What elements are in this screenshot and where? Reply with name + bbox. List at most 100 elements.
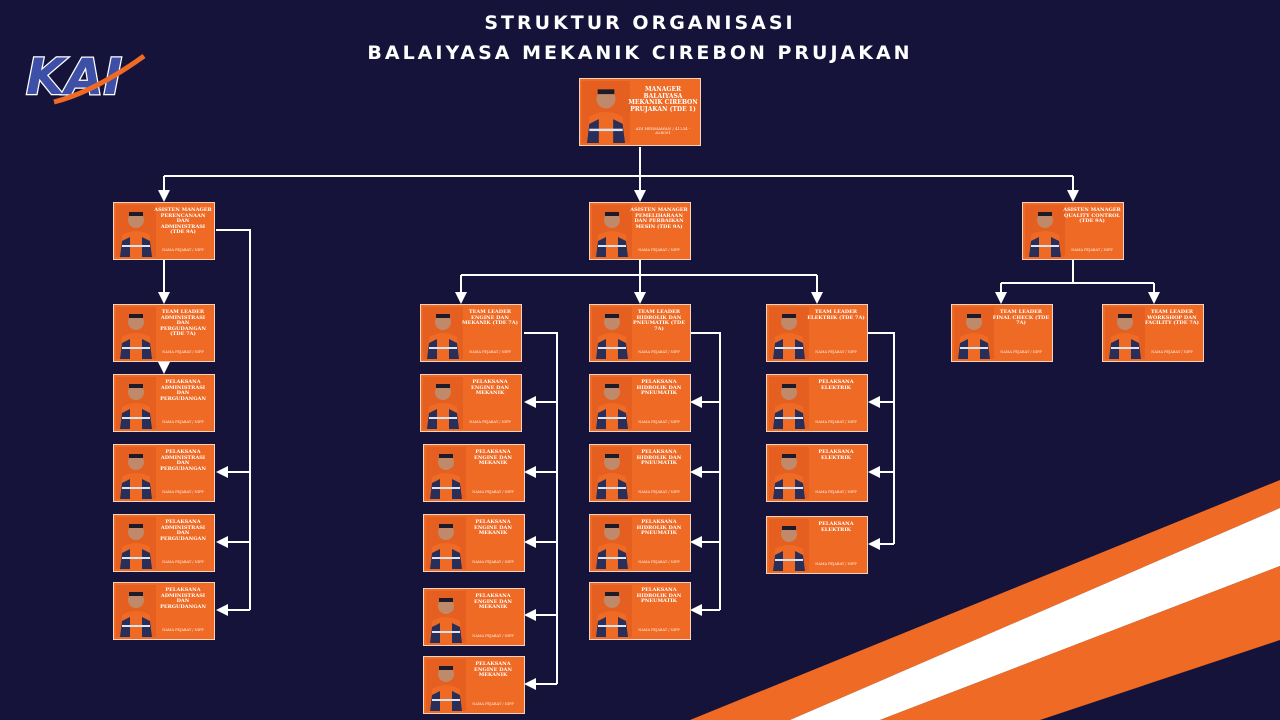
- person-photo-icon: [116, 377, 156, 429]
- person-photo-icon: [426, 659, 466, 711]
- card-name: NAMA PEJABAT / NIPP: [469, 420, 511, 424]
- card-name: NAMA PEJABAT / NIPP: [815, 420, 857, 424]
- org-card-pl-elektrik-1: PELAKSANA ELEKTRIK NAMA PEJABAT / NIPP: [766, 374, 868, 432]
- person-photo-icon: [423, 377, 463, 429]
- person-photo-icon: [954, 307, 994, 359]
- org-card-pl-engine-2: PELAKSANA ENGINE DAN MEKANIK NAMA PEJABA…: [423, 444, 525, 502]
- card-role: TEAM LEADER WORKSHOP DAN FACILITY (TDE 7…: [1144, 309, 1200, 327]
- card-name: NAMA PEJABAT / NIPP: [162, 560, 204, 564]
- person-photo-icon: [116, 307, 156, 359]
- org-card-am-perencanaan: ASISTEN MANAGER PERENCANAAN DAN ADMINIST…: [113, 202, 215, 260]
- card-name: NAMA PEJABAT / NIPP: [1071, 248, 1113, 252]
- org-card-tl-workshop: TEAM LEADER WORKSHOP DAN FACILITY (TDE 7…: [1102, 304, 1204, 362]
- card-name: NAMA PEJABAT / NIPP: [638, 350, 680, 354]
- card-name: NAMA PEJABAT / NIPP: [815, 490, 857, 494]
- card-role: PELAKSANA ENGINE DAN MEKANIK: [471, 379, 509, 397]
- org-card-pl-engine-1: PELAKSANA ENGINE DAN MEKANIK NAMA PEJABA…: [420, 374, 522, 432]
- card-role: PELAKSANA ADMINISTRASI DAN PERGUDANGAN: [160, 587, 206, 610]
- card-role: PELAKSANA ADMINISTRASI DAN PERGUDANGAN: [160, 519, 206, 542]
- person-photo-icon: [423, 307, 463, 359]
- card-role: PELAKSANA ELEKTRIK: [818, 521, 854, 533]
- person-photo-icon: [769, 307, 809, 359]
- card-role: PELAKSANA HIDROLIK DAN PNEUMATIK: [636, 587, 682, 605]
- org-card-pl-engine-4: PELAKSANA ENGINE DAN MEKANIK NAMA PEJABA…: [423, 588, 525, 646]
- card-name: NAMA PEJABAT / NIPP: [472, 490, 514, 494]
- org-card-pl-elektrik-3: PELAKSANA ELEKTRIK NAMA PEJABAT / NIPP: [766, 516, 868, 574]
- card-role: TEAM LEADER ADMINISTRASI DAN PERGUDANGAN…: [160, 309, 206, 338]
- card-name: NAMA PEJABAT / NIPP: [472, 702, 514, 706]
- person-photo-icon: [1105, 307, 1145, 359]
- person-photo-icon: [592, 585, 632, 637]
- card-role: PELAKSANA ENGINE DAN MEKANIK: [474, 593, 512, 611]
- card-role: PELAKSANA ADMINISTRASI DAN PERGUDANGAN: [160, 449, 206, 472]
- person-photo-icon: [1025, 205, 1065, 257]
- org-card-pl-hidrolik-3: PELAKSANA HIDROLIK DAN PNEUMATIK NAMA PE…: [589, 514, 691, 572]
- card-role: PELAKSANA ENGINE DAN MEKANIK: [474, 661, 512, 679]
- org-card-am-pemeliharaan: ASISTEN MANAGER PEMELIHARAAN DAN PERBAIK…: [589, 202, 691, 260]
- person-photo-icon: [426, 517, 466, 569]
- card-role: TEAM LEADER ELEKTRIK (TDE 7A): [807, 309, 865, 321]
- card-role: PELAKSANA HIDROLIK DAN PNEUMATIK: [636, 519, 682, 537]
- card-name: NAMA PEJABAT / NIPP: [162, 350, 204, 354]
- person-photo-icon: [592, 205, 632, 257]
- org-card-pl-admin-2: PELAKSANA ADMINISTRASI DAN PERGUDANGAN N…: [113, 444, 215, 502]
- card-role: PELAKSANA ENGINE DAN MEKANIK: [474, 449, 512, 467]
- card-role: ASISTEN MANAGER PERENCANAAN DAN ADMINIST…: [154, 207, 212, 236]
- org-card-pl-hidrolik-4: PELAKSANA HIDROLIK DAN PNEUMATIK NAMA PE…: [589, 582, 691, 640]
- person-photo-icon: [592, 377, 632, 429]
- card-role: TEAM LEADER ENGINE DAN MEKANIK (TDE 7A): [461, 309, 519, 327]
- card-name: ADI HERMAWAN / 41234 - A28001: [635, 126, 691, 135]
- card-name: NAMA PEJABAT / NIPP: [162, 248, 204, 252]
- person-photo-icon: [116, 517, 156, 569]
- org-card-pl-elektrik-2: PELAKSANA ELEKTRIK NAMA PEJABAT / NIPP: [766, 444, 868, 502]
- card-role: PELAKSANA ENGINE DAN MEKANIK: [474, 519, 512, 537]
- person-photo-icon: [592, 447, 632, 499]
- person-photo-icon: [116, 585, 156, 637]
- card-role: PELAKSANA ELEKTRIK: [818, 449, 854, 461]
- org-card-pl-hidrolik-2: PELAKSANA HIDROLIK DAN PNEUMATIK NAMA PE…: [589, 444, 691, 502]
- card-name: NAMA PEJABAT / NIPP: [162, 420, 204, 424]
- card-role: PELAKSANA ELEKTRIK: [818, 379, 854, 391]
- org-card-tl-elektrik: TEAM LEADER ELEKTRIK (TDE 7A) NAMA PEJAB…: [766, 304, 868, 362]
- card-name: NAMA PEJABAT / NIPP: [162, 628, 204, 632]
- kai-logo: KAI: [25, 47, 146, 106]
- person-photo-icon: [592, 517, 632, 569]
- org-card-pl-admin-1: PELAKSANA ADMINISTRASI DAN PERGUDANGAN N…: [113, 374, 215, 432]
- card-name: NAMA PEJABAT / NIPP: [638, 628, 680, 632]
- card-name: NAMA PEJABAT / NIPP: [815, 350, 857, 354]
- card-role: PELAKSANA HIDROLIK DAN PNEUMATIK: [636, 449, 682, 467]
- org-card-tl-final-check: TEAM LEADER FINAL CHECK (TDE 7A) NAMA PE…: [951, 304, 1053, 362]
- card-role: TEAM LEADER FINAL CHECK (TDE 7A): [992, 309, 1050, 327]
- card-role: PELAKSANA HIDROLIK DAN PNEUMATIK: [636, 379, 682, 397]
- card-name: NAMA PEJABAT / NIPP: [638, 560, 680, 564]
- card-name: NAMA PEJABAT / NIPP: [472, 634, 514, 638]
- card-name: NAMA PEJABAT / NIPP: [1151, 350, 1193, 354]
- org-card-tl-admin: TEAM LEADER ADMINISTRASI DAN PERGUDANGAN…: [113, 304, 215, 362]
- person-photo-icon: [582, 81, 630, 143]
- person-photo-icon: [116, 447, 156, 499]
- page-subtitle: BALAIYASA MEKANIK CIREBON PRUJAKAN: [367, 42, 913, 64]
- person-photo-icon: [426, 447, 466, 499]
- org-card-pl-engine-5: PELAKSANA ENGINE DAN MEKANIK NAMA PEJABA…: [423, 656, 525, 714]
- card-name: NAMA PEJABAT / NIPP: [815, 562, 857, 566]
- org-card-tl-hidrolik: TEAM LEADER HIDROLIK DAN PNEUMATIK (TDE …: [589, 304, 691, 362]
- person-photo-icon: [769, 519, 809, 571]
- card-role: PELAKSANA ADMINISTRASI DAN PERGUDANGAN: [160, 379, 206, 402]
- page-title: STRUKTUR ORGANISASI: [484, 12, 796, 34]
- org-card-am-qc: ASISTEN MANAGER QUALITY CONTROL (TDE 9A)…: [1022, 202, 1124, 260]
- org-card-pl-engine-3: PELAKSANA ENGINE DAN MEKANIK NAMA PEJABA…: [423, 514, 525, 572]
- card-name: NAMA PEJABAT / NIPP: [638, 248, 680, 252]
- person-photo-icon: [592, 307, 632, 359]
- org-card-tl-engine: TEAM LEADER ENGINE DAN MEKANIK (TDE 7A) …: [420, 304, 522, 362]
- card-role: TEAM LEADER HIDROLIK DAN PNEUMATIK (TDE …: [632, 309, 686, 332]
- card-name: NAMA PEJABAT / NIPP: [162, 490, 204, 494]
- card-name: NAMA PEJABAT / NIPP: [469, 350, 511, 354]
- card-role: ASISTEN MANAGER PEMELIHARAAN DAN PERBAIK…: [630, 207, 688, 230]
- org-card-pl-admin-4: PELAKSANA ADMINISTRASI DAN PERGUDANGAN N…: [113, 582, 215, 640]
- card-role: ASISTEN MANAGER QUALITY CONTROL (TDE 9A): [1063, 207, 1121, 225]
- card-name: NAMA PEJABAT / NIPP: [472, 560, 514, 564]
- card-name: NAMA PEJABAT / NIPP: [638, 420, 680, 424]
- org-card-pl-admin-3: PELAKSANA ADMINISTRASI DAN PERGUDANGAN N…: [113, 514, 215, 572]
